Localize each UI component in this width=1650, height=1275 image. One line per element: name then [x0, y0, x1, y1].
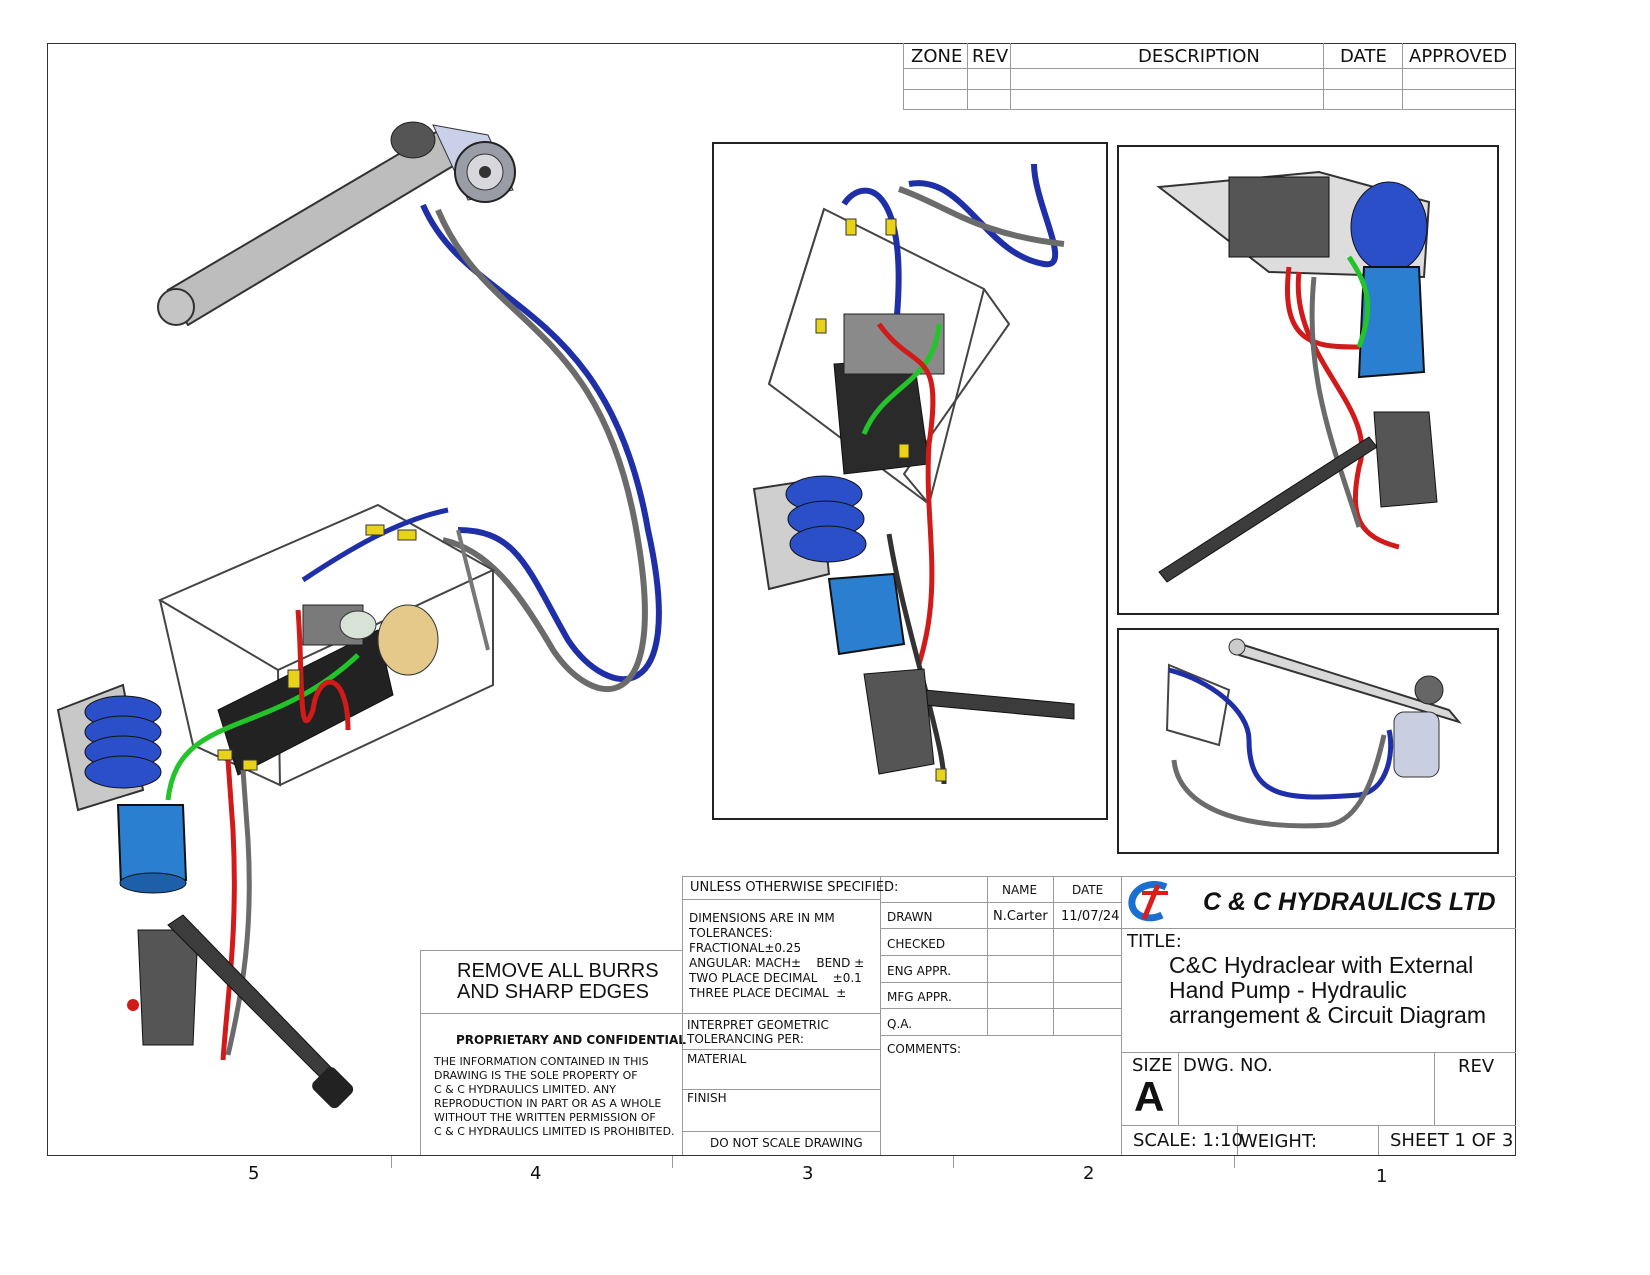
note-burrs: REMOVE ALL BURRS [457, 960, 659, 982]
zone-5: 5 [248, 1163, 260, 1184]
approval-label-eng: ENG APPR. [887, 964, 952, 978]
tolerance-line-3: FRACTIONAL±0.25 [689, 941, 802, 955]
finish-label: FINISH [687, 1091, 727, 1105]
detail-view-enclosure [712, 142, 1108, 820]
dwg-no-label: DWG. NO. [1183, 1055, 1273, 1076]
cylinder-top [432, 124, 516, 203]
tolerance-line-2: TOLERANCES: [689, 926, 773, 940]
approval-name-drawn: N.Carter [993, 909, 1048, 924]
hand-pump [127, 914, 354, 1109]
proprietary-title: PROPRIETARY AND CONFIDENTIAL [456, 1033, 686, 1047]
approval-label-drawn: DRAWN [887, 910, 933, 924]
approval-date-drawn: 11/07/24 [1061, 909, 1120, 924]
comments-label: COMMENTS: [887, 1042, 962, 1056]
rev-header-zone: ZONE [911, 46, 963, 67]
border-top [47, 43, 1516, 44]
approval-label-qa: Q.A. [887, 1017, 913, 1031]
fittings [217, 524, 417, 771]
title-label: TITLE: [1127, 931, 1182, 952]
interpret-line-2: TOLERANCING PER: [687, 1032, 804, 1046]
interpret-line-1: INTERPRET GEOMETRIC [687, 1018, 829, 1032]
rev-header-date: DATE [1340, 46, 1387, 67]
reservoir [56, 683, 188, 894]
sheet-label: SHEET 1 OF 3 [1390, 1130, 1514, 1151]
detail-view-underside [1117, 145, 1499, 615]
material-label: MATERIAL [687, 1052, 747, 1066]
do-not-scale: DO NOT SCALE DRAWING [710, 1136, 863, 1150]
proprietary-line-1: THE INFORMATION CONTAINED IN THIS [434, 1055, 649, 1068]
title-line-1: C&C Hydraclear with External [1169, 952, 1474, 978]
approvals-date-header: DATE [1072, 883, 1104, 897]
main-isometric-view [56, 121, 662, 1109]
arm-bar [157, 121, 465, 327]
rev-label: REV [1458, 1056, 1495, 1077]
tolerance-line-1: DIMENSIONS ARE IN MM [689, 911, 835, 925]
border-right [1515, 43, 1516, 1156]
rev-header-description: DESCRIPTION [1138, 46, 1260, 67]
scale-label: SCALE: 1:10 [1133, 1130, 1243, 1151]
rev-header-approved: APPROVED [1409, 46, 1507, 67]
note-edges: AND SHARP EDGES [457, 981, 649, 1003]
tolerance-line-5: TWO PLACE DECIMAL ±0.1 [689, 971, 862, 985]
rev-header-rev: REV [972, 46, 1009, 67]
title-line-3: arrangement & Circuit Diagram [1169, 1002, 1487, 1028]
tolerance-heading: UNLESS OTHERWISE SPECIFIED: [690, 880, 899, 895]
zone-1: 1 [1376, 1166, 1388, 1187]
tolerance-line-4: ANGULAR: MACH± BEND ± [689, 956, 865, 970]
approval-label-checked: CHECKED [887, 937, 946, 951]
motor-pump [217, 604, 439, 776]
zone-2: 2 [1083, 1163, 1095, 1184]
company-name: C & C HYDRAULICS LTD [1203, 888, 1496, 916]
title-line-2: Hand Pump - Hydraulic [1169, 977, 1407, 1003]
approvals-name-header: NAME [1002, 883, 1038, 897]
proprietary-line-2: DRAWING IS THE SOLE PROPERTY OF [434, 1069, 638, 1082]
detail-view-side [1117, 628, 1499, 854]
proprietary-line-6: C & C HYDRAULICS LIMITED IS PROHIBITED. [434, 1125, 675, 1138]
border-bottom [47, 1155, 1516, 1156]
company-logo-icon [1128, 881, 1168, 922]
zone-3: 3 [802, 1163, 814, 1184]
proprietary-line-4: REPRODUCTION IN PART OR AS A WHOLE [434, 1097, 662, 1110]
zone-4: 4 [530, 1163, 542, 1184]
size-value: A [1134, 1073, 1165, 1120]
border-left [47, 43, 48, 1156]
approval-label-mfg: MFG APPR. [887, 990, 952, 1004]
tolerance-line-6: THREE PLACE DECIMAL ± [689, 986, 847, 1000]
size-label: SIZE [1132, 1055, 1173, 1076]
proprietary-line-3: C & C HYDRAULICS LIMITED. ANY [434, 1083, 616, 1096]
weight-label: WEIGHT: [1240, 1131, 1318, 1152]
proprietary-line-5: WITHOUT THE WRITTEN PERMISSION OF [434, 1111, 656, 1124]
